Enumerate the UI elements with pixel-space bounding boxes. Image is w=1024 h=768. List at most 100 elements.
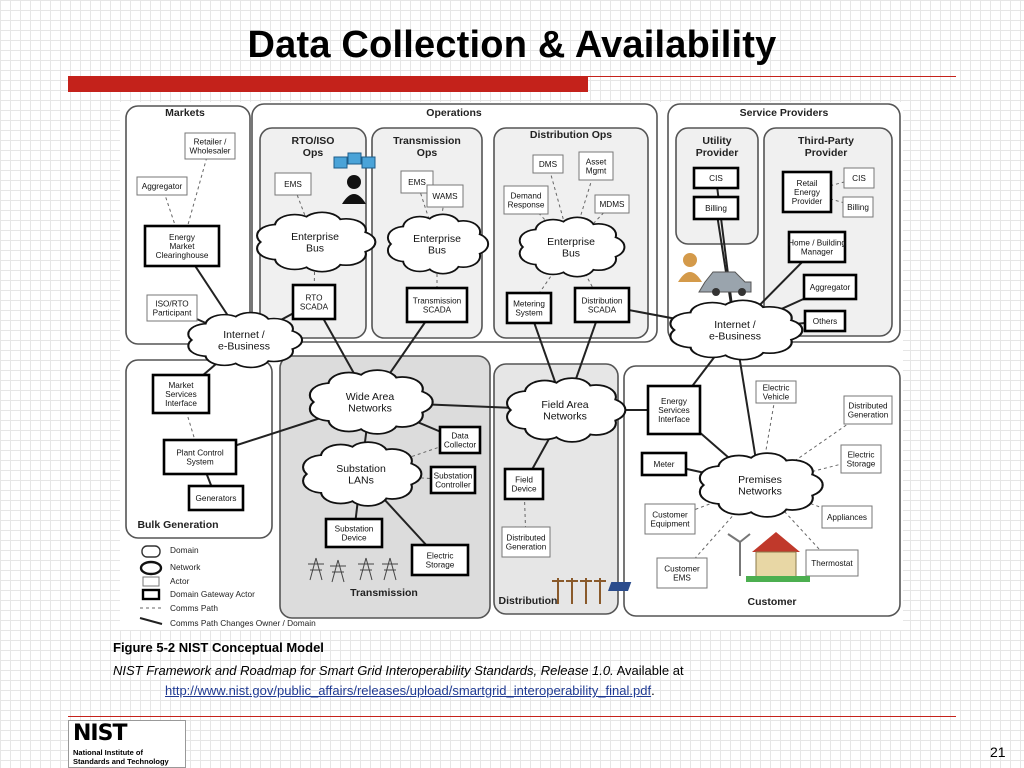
legend-label: Comms Path Changes Owner / Domain [170,618,316,628]
network-field-area-label-line: Field Area [541,399,588,411]
actor-meter-label-line: Meter [654,460,675,469]
actor-billing-u[interactable]: Billing [692,195,740,221]
domain-rto-ops-label-line: Ops [303,147,324,159]
actor-trans-scada-label-line: Transmission [413,296,462,305]
domain-customer-label-line: Customer [747,596,796,608]
actor-retailer[interactable]: Retailer /Wholesaler [184,132,236,160]
actor-cis-u[interactable]: CIS [692,166,740,190]
actor-mdms[interactable]: MDMS [594,194,630,214]
actor-aggregator-s[interactable]: Aggregator [802,273,858,301]
actor-ems-trans[interactable]: EMS [400,170,434,194]
citation-url-link[interactable]: http://www.nist.gov/public_affairs/relea… [165,683,652,698]
network-field-area-label-line: Networks [543,411,587,423]
legend-item: Domain [141,545,199,558]
domain-third-party-provider-label-line: Provider [805,147,848,159]
actor-billing-t[interactable]: Billing [842,196,874,218]
domain-markets-label: Markets [165,107,205,119]
actor-cis-t-label: CIS [852,174,866,183]
actor-esi-label-line: Interface [658,415,690,424]
actor-demand-response-label-line: Response [508,201,545,210]
network-internet-right[interactable]: Internet /e-Business [669,299,804,361]
actor-dms[interactable]: DMS [532,154,564,174]
domain-distribution-ops-label-line: Distribution Ops [530,129,612,141]
actor-iso-participant-label-line: ISO/RTO [155,299,188,308]
network-wide-area-label-line: Wide Area [346,391,395,403]
actor-wams-label-line: WAMS [432,192,458,201]
actor-wams[interactable]: WAMS [426,184,464,208]
actor-meter[interactable]: Meter [640,451,688,477]
actor-thermostat[interactable]: Thermostat [805,549,859,577]
network-substation-lans-core [318,452,404,496]
network-enterprise-bus-2-label-line: Enterprise [413,233,461,245]
actor-cis-t[interactable]: CIS [843,167,875,189]
actor-cis-u-label-line: CIS [709,174,723,183]
actor-appliances[interactable]: Appliances [821,505,873,529]
actor-electric-vehicle-label-line: Electric [763,383,790,392]
legend-label: Actor [170,576,190,586]
actor-others-label: Others [813,317,838,326]
figure-caption: Figure 5-2 NIST Conceptual Model [113,640,324,655]
actor-distributed-gen-d-label-line: Distributed [506,533,546,542]
actor-ems-rto[interactable]: EMS [274,172,312,196]
domain-rto-ops-label-line: RTO/ISO [292,135,335,147]
transmission-tower-icon-frame [358,557,374,581]
domain-utility-provider-label-line: Utility [702,135,731,147]
legend-item: Network [139,560,201,576]
actor-market-services-label-line: Interface [165,399,197,408]
actor-meter-label: Meter [654,460,675,469]
actor-meter-box [640,451,688,477]
actor-electric-storage-t-box [410,543,470,577]
legend-symbol [139,560,163,576]
domain-transmission-label-line: Transmission [350,587,418,599]
actor-retail-provider-label-line: Retail [797,179,818,188]
actor-others[interactable]: Others [803,309,847,333]
network-internet-left[interactable]: Internet /e-Business [187,311,304,369]
transmission-tower-icon [358,557,374,581]
actor-generators[interactable]: Generators [187,484,245,512]
comms-path [547,163,572,248]
actor-aggregator-m[interactable]: Aggregator [136,176,188,196]
citation-available: Available at [613,663,684,678]
